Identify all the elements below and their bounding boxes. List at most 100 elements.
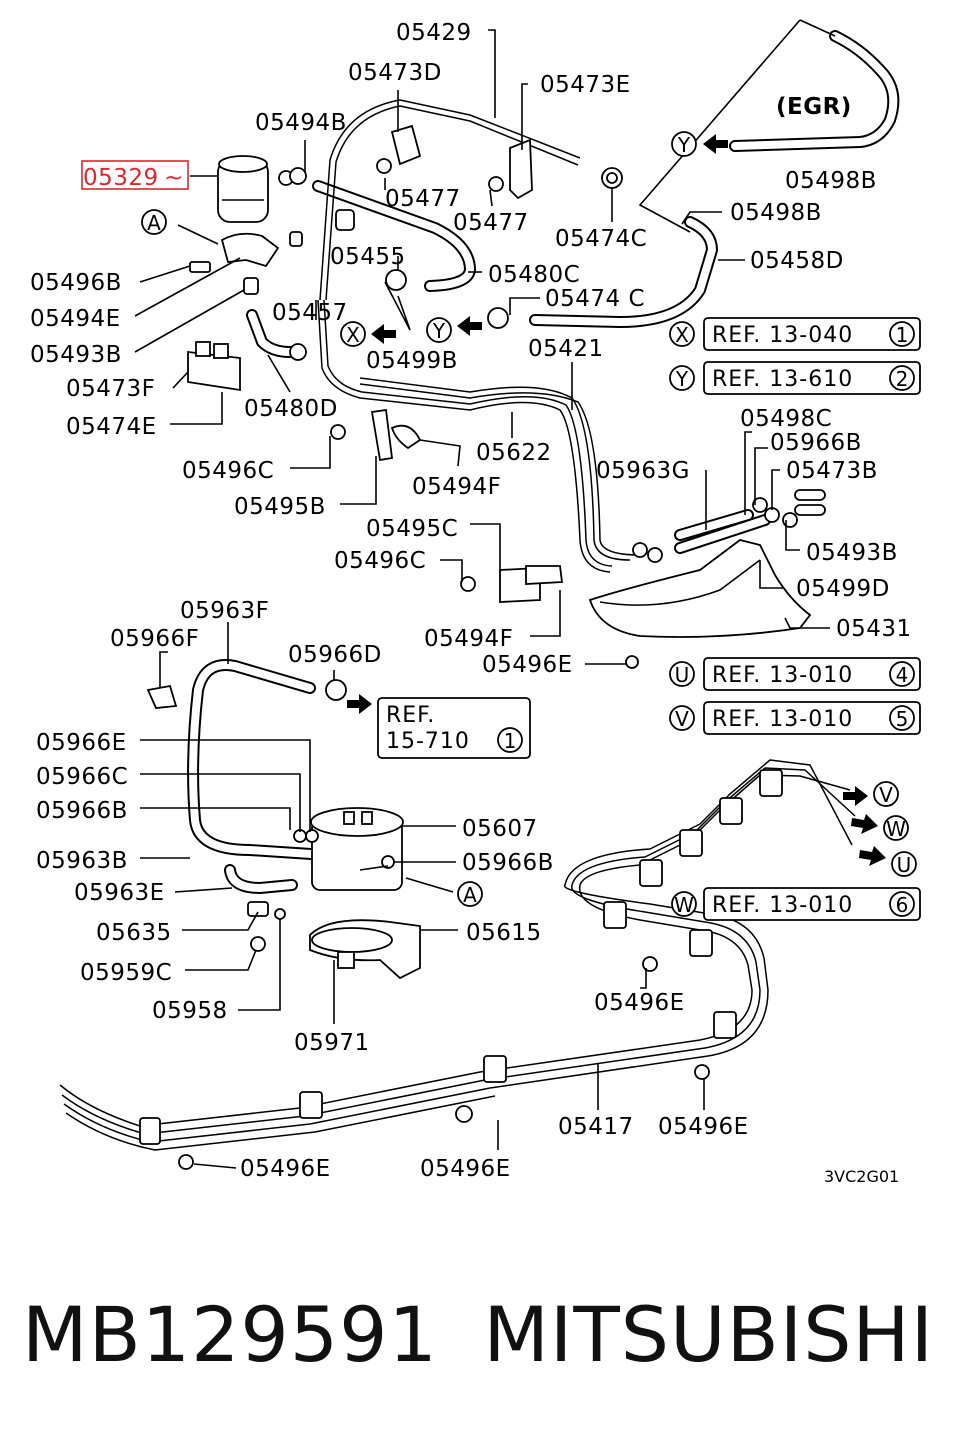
part-05458D[interactable]: 05458D xyxy=(750,248,844,274)
ref-y-text: REF. 13-610 xyxy=(712,367,853,392)
part-05494E[interactable]: 05494E xyxy=(30,306,121,332)
part-05473F[interactable]: 05473F xyxy=(66,376,155,402)
highlight-tilde: ~ xyxy=(164,165,184,191)
part-05966C[interactable]: 05966C xyxy=(36,764,128,790)
part-05474E[interactable]: 05474E xyxy=(66,414,157,440)
ref-u-text: REF. 13-010 xyxy=(712,663,853,688)
part-05496E-bottom-mid[interactable]: 05496E xyxy=(420,1156,511,1182)
part-05496C-mid[interactable]: 05496C xyxy=(334,548,426,574)
part-05963G[interactable]: 05963G xyxy=(596,458,690,484)
part-05429[interactable]: 05429 xyxy=(396,20,472,46)
ref-w-marker: W xyxy=(674,893,694,917)
part-05495B[interactable]: 05495B xyxy=(234,494,326,520)
part-05499D[interactable]: 05499D xyxy=(796,576,890,602)
part-05966D[interactable]: 05966D xyxy=(288,642,382,668)
part-05457[interactable]: 05457 xyxy=(272,300,348,326)
highlight-box xyxy=(81,160,189,190)
part-05493B-right[interactable]: 05493B xyxy=(806,540,898,566)
part-05958[interactable]: 05958 xyxy=(152,998,228,1024)
marker-Y-egr: Y xyxy=(677,133,691,157)
part-05477-b[interactable]: 05477 xyxy=(453,210,529,236)
part-05971[interactable]: 05971 xyxy=(294,1030,370,1056)
ref-x-marker: X xyxy=(675,323,689,347)
ref-15-710[interactable]: REF. 15-710 1 xyxy=(377,697,531,759)
components xyxy=(139,124,826,1170)
part-05480C[interactable]: 05480C xyxy=(488,262,580,288)
part-05455[interactable]: 05455 xyxy=(330,244,406,270)
part-05494F-mid[interactable]: 05494F xyxy=(424,626,513,652)
ref-u[interactable]: U REF. 13-010 4 xyxy=(669,657,921,691)
part-05473D[interactable]: 05473D xyxy=(348,60,442,86)
hoses xyxy=(187,30,900,894)
ref-x-text: REF. 13-040 xyxy=(712,323,853,348)
ref-w[interactable]: W REF. 13-010 6 xyxy=(671,887,921,921)
marker-A-canister: A xyxy=(463,883,477,907)
marker-V: V xyxy=(879,783,893,807)
part-05615[interactable]: 05615 xyxy=(466,920,542,946)
ref-u-num: 4 xyxy=(896,663,909,687)
part-05622[interactable]: 05622 xyxy=(476,440,552,466)
part-05495C[interactable]: 05495C xyxy=(366,516,458,542)
marker-X: X xyxy=(346,323,360,347)
ref-x-num: 1 xyxy=(896,323,909,347)
part-05494F-top[interactable]: 05494F xyxy=(412,474,501,500)
marker-Y: Y xyxy=(432,319,446,343)
part-05966E[interactable]: 05966E xyxy=(36,730,127,756)
part-05959C[interactable]: 05959C xyxy=(80,960,172,986)
leader-lines xyxy=(134,19,836,1169)
part-05496E-mid[interactable]: 05496E xyxy=(482,652,573,678)
brand-name: MITSUBISHI xyxy=(483,1290,934,1379)
part-05474C-top[interactable]: 05474C xyxy=(555,226,647,252)
ref-y[interactable]: Y REF. 13-610 2 xyxy=(669,361,921,395)
ref-u-marker: U xyxy=(675,663,690,687)
marker-A-top: A xyxy=(147,211,161,235)
part-05474C-mid[interactable]: 05474 C xyxy=(545,286,645,312)
part-05499B[interactable]: 05499B xyxy=(366,348,458,374)
part-05480D[interactable]: 05480D xyxy=(244,396,338,422)
part-05431[interactable]: 05431 xyxy=(836,616,912,642)
footer: MB129591 MITSUBISHI xyxy=(0,1290,960,1400)
ref-v-marker: V xyxy=(675,707,689,731)
ref-v[interactable]: V REF. 13-010 5 xyxy=(669,701,921,735)
part-05966B-left[interactable]: 05966B xyxy=(36,798,128,824)
part-05498B-mid[interactable]: 05498B xyxy=(730,200,822,226)
part-05494B[interactable]: 05494B xyxy=(255,110,347,136)
markers: A A Y X Y V W U xyxy=(141,131,917,907)
part-05607[interactable]: 05607 xyxy=(462,816,538,842)
part-05963B[interactable]: 05963B xyxy=(36,848,128,874)
ref-x[interactable]: X REF. 13-040 1 xyxy=(669,317,921,351)
part-05496E-lower-right[interactable]: 05496E xyxy=(658,1114,749,1140)
part-05496B[interactable]: 05496B xyxy=(30,270,122,296)
part-05417[interactable]: 05417 xyxy=(558,1114,634,1140)
part-05496E-bottom-left[interactable]: 05496E xyxy=(240,1156,331,1182)
ref-v-text: REF. 13-010 xyxy=(712,707,853,732)
part-05498C[interactable]: 05498C xyxy=(740,406,832,432)
marker-W: W xyxy=(886,817,906,841)
part-05963E[interactable]: 05963E xyxy=(74,880,165,906)
ref-y-marker: Y xyxy=(675,367,689,391)
part-05635[interactable]: 05635 xyxy=(96,920,172,946)
part-05477-a[interactable]: 05477 xyxy=(385,186,461,212)
ref-15-710-line1: REF. xyxy=(386,703,435,728)
part-05963F[interactable]: 05963F xyxy=(180,598,269,624)
ref-v-num: 5 xyxy=(896,707,909,731)
part-05966B-canister[interactable]: 05966B xyxy=(462,850,554,876)
arrows xyxy=(347,134,886,866)
part-05966F[interactable]: 05966F xyxy=(110,626,199,652)
highlighted-part-label[interactable]: 05329 xyxy=(83,165,159,191)
ref-w-text: REF. 13-010 xyxy=(712,893,853,918)
part-05496C-top[interactable]: 05496C xyxy=(182,458,274,484)
ref-w-num: 6 xyxy=(896,893,909,917)
part-05473B[interactable]: 05473B xyxy=(786,458,878,484)
part-05493B-left[interactable]: 05493B xyxy=(30,342,122,368)
ref-15-710-num: 1 xyxy=(504,729,517,753)
part-05496E-right[interactable]: 05496E xyxy=(594,990,685,1016)
part-05473E[interactable]: 05473E xyxy=(540,72,631,98)
parts-diagram: 05329 ~ 05429 05473D 05473E 05494B 05477… xyxy=(30,19,921,1186)
part-05498B-top[interactable]: 05498B xyxy=(785,168,877,194)
ref-boxes: X REF. 13-040 1 Y REF. 13-610 2 U REF. 1… xyxy=(377,317,921,921)
part-05966B-right[interactable]: 05966B xyxy=(770,430,862,456)
ref-15-710-line2: 15-710 xyxy=(386,729,470,754)
part-05421[interactable]: 05421 xyxy=(528,336,604,362)
part-labels: 05329 ~ 05429 05473D 05473E 05494B 05477… xyxy=(30,20,912,1186)
